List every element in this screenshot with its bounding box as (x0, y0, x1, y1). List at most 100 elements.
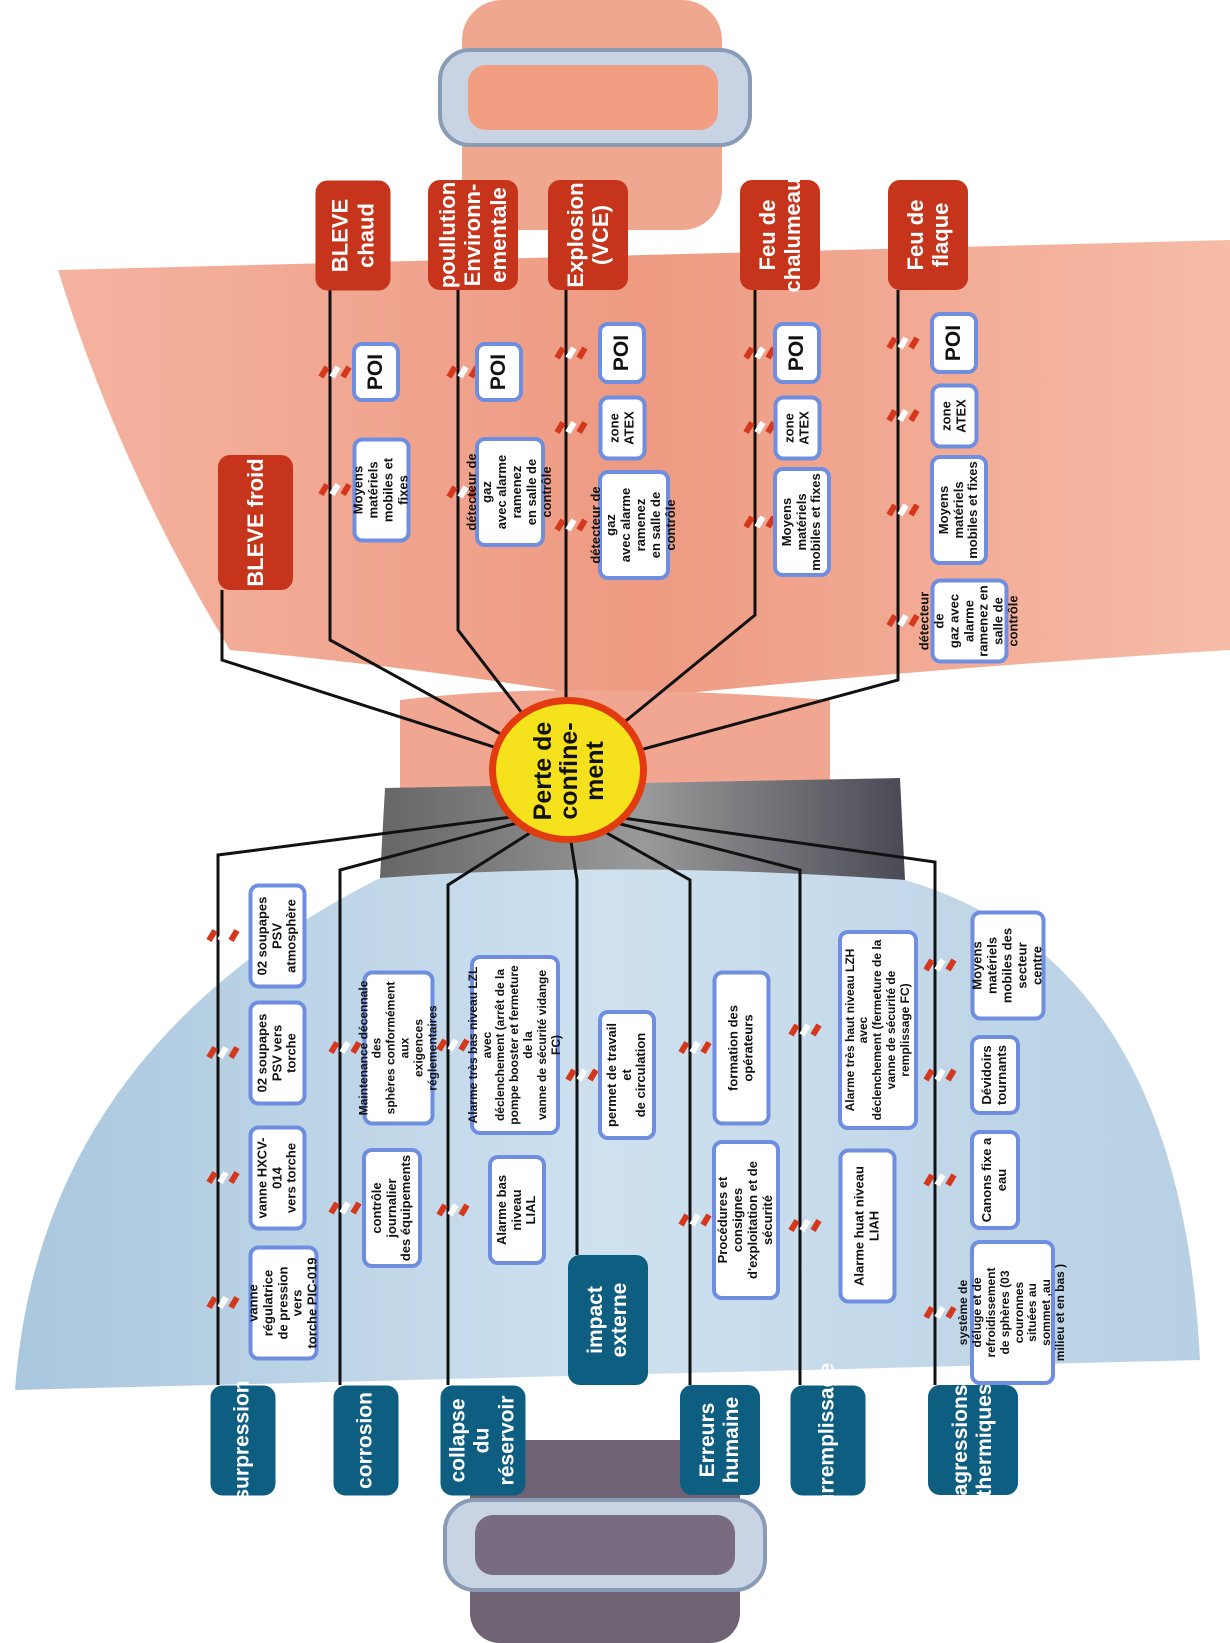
barrier-hatch-explosion-2 (554, 518, 566, 532)
barrier-collapse-0: Alarme très bas niveau LZL avec déclench… (466, 955, 563, 1135)
barrier-feu-flaque-0: POI (930, 312, 978, 374)
barrier-hatch-impact-0 (565, 1068, 577, 1082)
barrier-surremplissage-0: Alarme très haut niveau LZH avec déclenc… (838, 930, 918, 1130)
consequence-feu-chalumeau: Feu de chalumeau (740, 178, 820, 292)
consequence-bleve-chaud: BLEVE chaud (315, 180, 390, 290)
barrier-hatch-feu-chalumeau-2 (743, 515, 755, 529)
barrier-hatch-feu-chalumeau-0 (754, 346, 766, 360)
barrier-corrosion-1: contrôle journalier des équipements (362, 1148, 422, 1268)
barrier-hatch-erreurs-0 (700, 1040, 712, 1055)
barrier-hatch-surpression-2 (228, 1170, 240, 1185)
cause-link-surpression (216, 808, 567, 1385)
barrier-hatch-bleve-chaud-0 (329, 365, 341, 379)
barrier-hatch-feu-flaque-0 (886, 336, 898, 350)
consequence-link-feu-chalumeau (565, 290, 757, 772)
barrier-hatch-bleve-chaud-1 (329, 482, 341, 497)
cause-collapse: collapse du réservoir (440, 1385, 525, 1495)
cause-impact: impact externe (568, 1255, 648, 1385)
barrier-hatch-feu-flaque-2 (908, 503, 920, 517)
barrier-corrosion-0: Maintenance décennale des sphères confor… (356, 970, 439, 1125)
barrier-hatch-feu-flaque-3 (908, 613, 920, 628)
consequence-feu-flaque: Feu de flaque (888, 180, 968, 290)
barrier-hatch-poullution-1 (446, 485, 458, 499)
barrier-hatch-explosion-0 (554, 346, 566, 360)
cause-corrosion: corrosion (333, 1385, 398, 1495)
barrier-hatch-agressions-2 (923, 1173, 935, 1187)
barrier-hatch-surpression-3 (217, 1295, 229, 1310)
barrier-hatch-agressions-2 (945, 1173, 957, 1187)
barrier-surremplissage-1: Alarme huat niveau LIAH (838, 1148, 896, 1303)
barrier-explosion-0: POI (598, 322, 646, 384)
cause-link-agressions (565, 808, 937, 1385)
barrier-hatch-erreurs-0 (678, 1040, 690, 1055)
barrier-hatch-erreurs-1 (678, 1213, 690, 1227)
barrier-hatch-surremplissage-1 (799, 1218, 811, 1233)
barrier-surpression-3: vanne régulatrice de pression vers torch… (245, 1245, 319, 1360)
barrier-hatch-feu-flaque-3 (886, 613, 898, 628)
barrier-hatch-surremplissage-1 (810, 1218, 822, 1233)
top-event-label: Perte de confine- ment (528, 721, 610, 821)
barrier-hatch-corrosion-0 (339, 1040, 351, 1055)
barrier-feu-chalumeau-2: Moyens matériels mobiles et fixes (773, 467, 831, 577)
barrier-agressions-2: Canons fixe a eau (970, 1130, 1020, 1230)
barrier-hatch-feu-flaque-0 (897, 336, 909, 350)
barrier-hatch-collapse-0 (436, 1038, 448, 1052)
barrier-hatch-agressions-1 (923, 1068, 935, 1082)
barrier-hatch-feu-chalumeau-1 (743, 420, 755, 435)
barrier-collapse-1: Alarme bas niveau LIAL (488, 1155, 546, 1265)
barrier-hatch-surpression-3 (206, 1295, 218, 1310)
cause-erreurs: Erreurs humaine (680, 1385, 760, 1495)
barrier-hatch-explosion-1 (576, 420, 588, 435)
barrier-hatch-explosion-0 (565, 346, 577, 360)
barrier-hatch-collapse-1 (447, 1203, 459, 1217)
consequence-link-bleve-froid (220, 590, 567, 772)
barrier-surpression-1: 02 soupapes PSV vers torche (248, 1000, 306, 1105)
barrier-agressions-3: système de déluge et de refroidissement … (956, 1240, 1067, 1385)
barrier-feu-flaque-1: zone ATEX (930, 383, 978, 448)
barrier-hatch-impact-0 (576, 1068, 588, 1082)
barrier-hatch-corrosion-0 (350, 1040, 362, 1055)
barrier-hatch-poullution-0 (446, 365, 458, 379)
barrier-hatch-feu-flaque-1 (897, 408, 909, 423)
barrier-hatch-agressions-3 (923, 1305, 935, 1320)
barrier-hatch-surremplissage-0 (810, 1023, 822, 1037)
barrier-erreurs-0: formation des opérateurs (712, 970, 770, 1125)
barrier-hatch-surpression-0 (206, 928, 218, 943)
barrier-hatch-surpression-0 (228, 928, 240, 943)
barrier-hatch-explosion-2 (565, 518, 577, 532)
barrier-hatch-collapse-0 (458, 1038, 470, 1052)
barrier-hatch-feu-flaque-2 (897, 503, 909, 517)
barrier-hatch-feu-flaque-0 (908, 336, 920, 350)
barrier-hatch-feu-flaque-1 (908, 408, 920, 423)
barrier-hatch-surpression-2 (217, 1170, 229, 1185)
barrier-hatch-agressions-3 (945, 1305, 957, 1320)
cause-link-collapse (446, 808, 567, 1385)
barrier-feu-flaque-2: Moyens matériels mobiles et fixes (930, 455, 988, 565)
barrier-hatch-poullution-1 (457, 485, 469, 499)
barrier-hatch-surremplissage-0 (799, 1023, 811, 1037)
barrier-surpression-2: vanne HXCV-014 vers torche (248, 1125, 306, 1230)
barrier-hatch-collapse-0 (447, 1038, 459, 1052)
consequence-poullution: poullution Environn- ementale (428, 180, 518, 290)
top-event-node: Perte de confine- ment (489, 697, 647, 843)
barrier-bleve-chaud-1: Moyens matériels mobiles et fixes (350, 437, 410, 542)
barrier-hatch-bleve-chaud-1 (340, 482, 352, 497)
barrier-hatch-feu-flaque-2 (886, 503, 898, 517)
barrier-hatch-surremplissage-1 (788, 1218, 800, 1233)
barrier-hatch-explosion-1 (554, 420, 566, 435)
cause-agressions: agressions thermiques (928, 1383, 1018, 1497)
barrier-hatch-explosion-0 (576, 346, 588, 360)
barrier-hatch-collapse-1 (458, 1203, 470, 1217)
barrier-hatch-surremplissage-0 (788, 1023, 800, 1037)
barrier-hatch-agressions-0 (923, 958, 935, 972)
barrier-hatch-corrosion-1 (339, 1201, 351, 1215)
barrier-hatch-corrosion-0 (328, 1040, 340, 1055)
barrier-hatch-agressions-3 (934, 1305, 946, 1320)
consequence-bleve-froid: BLEVE froid (218, 455, 293, 590)
barrier-hatch-agressions-2 (934, 1173, 946, 1187)
barrier-hatch-agressions-0 (945, 958, 957, 972)
barrier-hatch-surpression-1 (217, 1045, 229, 1060)
barrier-hatch-collapse-1 (436, 1203, 448, 1217)
cause-link-corrosion (338, 808, 567, 1385)
barrier-hatch-agressions-1 (934, 1068, 946, 1082)
